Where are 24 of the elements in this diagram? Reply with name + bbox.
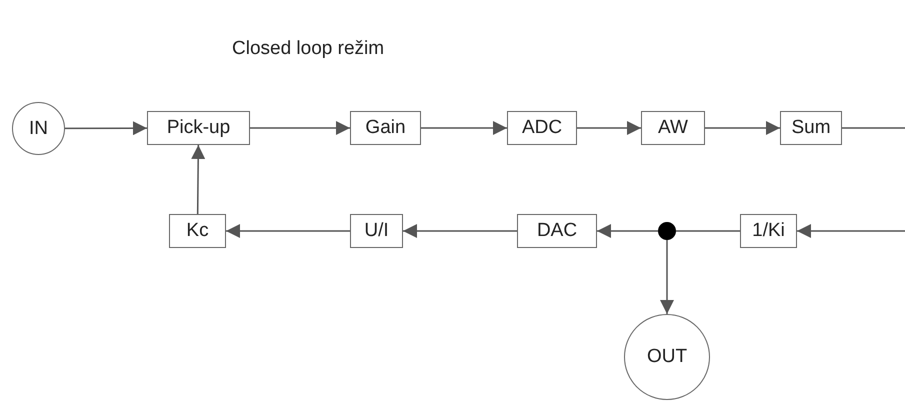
block-box: Gain [350, 111, 421, 145]
diagram-title: Closed loop režim [232, 38, 384, 60]
terminal-circle: OUT [624, 314, 710, 400]
arrow [597, 224, 658, 238]
block-box: Sum [780, 111, 842, 145]
arrow [226, 224, 350, 238]
block-box: 1/Ki [740, 214, 797, 248]
junction-dot [658, 222, 676, 240]
block-box: Pick-up [147, 111, 250, 145]
block-box: U/I [350, 214, 403, 248]
arrow [705, 121, 780, 135]
block-box: DAC [517, 214, 597, 248]
arrow [403, 224, 517, 238]
block-box: AW [641, 111, 705, 145]
block-box: Kc [169, 214, 226, 248]
arrow [191, 145, 206, 214]
arrow [421, 121, 507, 135]
arrow [65, 121, 147, 136]
arrow [577, 121, 641, 135]
terminal-circle: IN [12, 102, 65, 155]
block-box: ADC [507, 111, 577, 145]
arrow [797, 224, 905, 238]
arrow [250, 121, 350, 135]
arrow [660, 240, 674, 314]
